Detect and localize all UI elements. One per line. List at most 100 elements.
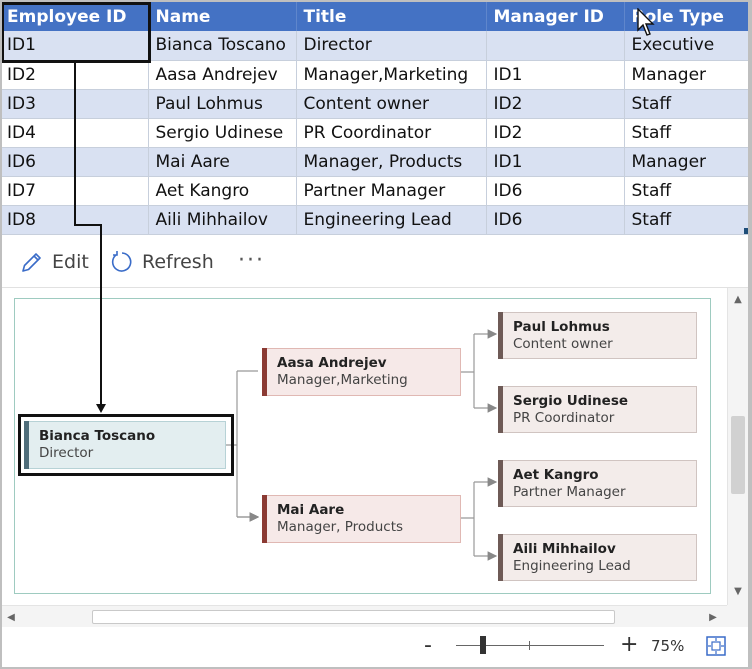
scroll-up-icon[interactable]: ▲ [734,293,742,305]
zoom-slider-center-tick [529,641,530,650]
org-node-manager[interactable]: Aasa Andrejev Manager,Marketing [262,348,461,396]
zoom-slider-track[interactable] [456,645,604,646]
zoom-out-button[interactable]: - [424,633,432,658]
node-name: Aili Mihhailov [513,541,616,557]
edit-button[interactable]: Edit [20,248,89,276]
node-accent-bar [498,312,503,359]
table-cell[interactable]: Director [296,31,487,61]
table-cell[interactable]: ID2 [0,60,149,90]
table-cell[interactable]: Staff [624,176,752,206]
org-chart-canvas[interactable]: Bianca Toscano Director Aasa Andrejev Ma… [0,288,748,605]
vertical-scroll-thumb[interactable] [731,416,745,494]
zoom-level: 75% [651,637,685,655]
visual-toolbar: Edit Refresh ··· [0,236,748,288]
table-cell[interactable]: Aet Kangro [148,176,297,206]
node-accent-bar [24,421,29,469]
scroll-down-icon[interactable]: ▼ [734,585,742,597]
table-cell[interactable]: Manager [624,60,752,90]
table-cell[interactable]: Executive [624,31,752,61]
zoom-in-button[interactable]: + [620,632,639,657]
table-cell[interactable]: ID7 [0,176,149,206]
node-title: Director [39,445,94,461]
refresh-button[interactable]: Refresh [110,248,214,276]
table-cell[interactable]: PR Coordinator [296,118,487,148]
employee-table-area: Employee ID Name Title Manager ID Role T… [0,0,752,236]
table-header-row: Employee ID Name Title Manager ID Role T… [0,2,752,31]
table-resize-handle[interactable] [744,228,750,234]
node-name: Sergio Udinese [513,393,629,409]
window-left-border [0,0,2,669]
table-cell[interactable]: Staff [624,118,752,148]
org-node-root[interactable]: Bianca Toscano Director [24,421,226,469]
table-cell[interactable]: ID2 [486,118,625,148]
table-row: ID8 Aili Mihhailov Engineering Lead ID6 … [0,205,752,235]
scroll-right-icon[interactable]: ▶ [709,611,717,623]
node-accent-bar [498,534,503,581]
horizontal-scroll-thumb[interactable] [92,610,615,624]
node-title: Manager, Products [277,519,404,535]
org-node-staff[interactable]: Paul Lohmus Content owner [498,312,697,359]
scroll-left-icon[interactable]: ◀ [7,611,15,623]
edit-label: Edit [52,251,89,273]
node-name: Aasa Andrejev [277,355,387,371]
table-cell[interactable]: ID6 [486,176,625,206]
node-accent-bar [498,386,503,433]
table-row: ID7 Aet Kangro Partner Manager ID6 Staff [0,176,752,206]
table-row: ID6 Mai Aare Manager, Products ID1 Manag… [0,147,752,177]
scrollbar-corner [727,605,748,627]
table-cell[interactable]: Aili Mihhailov [148,205,297,235]
column-header-employee-id[interactable]: Employee ID [0,2,149,31]
table-cell[interactable]: ID1 [486,60,625,90]
diagram-frame [14,298,711,594]
org-node-staff[interactable]: Sergio Udinese PR Coordinator [498,386,697,433]
table-row: ID2 Aasa Andrejev Manager,Marketing ID1 … [0,60,752,90]
org-node-staff[interactable]: Aili Mihhailov Engineering Lead [498,534,697,581]
column-header-name[interactable]: Name [148,2,297,31]
table-cell[interactable]: Manager [624,147,752,177]
column-header-title[interactable]: Title [296,2,487,31]
node-name: Aet Kangro [513,467,599,483]
horizontal-scrollbar[interactable]: ◀ ▶ [0,605,727,627]
table-cell[interactable]: Mai Aare [148,147,297,177]
node-accent-bar [262,495,267,543]
org-node-manager[interactable]: Mai Aare Manager, Products [262,495,461,543]
table-cell[interactable]: Staff [624,89,752,119]
table-cell[interactable]: ID2 [486,89,625,119]
node-title: Engineering Lead [513,558,631,574]
table-cell[interactable]: ID3 [0,89,149,119]
table-cell[interactable]: Partner Manager [296,176,487,206]
table-row: ID1 Bianca Toscano Director Executive [0,31,752,61]
table-cell[interactable]: Manager, Products [296,147,487,177]
table-cell[interactable]: Content owner [296,89,487,119]
org-node-staff[interactable]: Aet Kangro Partner Manager [498,460,697,507]
zoom-slider-thumb[interactable] [480,636,486,654]
fit-to-window-icon[interactable] [705,635,727,657]
table-cell[interactable]: ID6 [486,205,625,235]
vertical-scrollbar[interactable]: ▲ ▼ [727,288,748,605]
table-cell[interactable]: ID1 [0,31,149,61]
pointer-cursor-icon [637,8,655,36]
table-cell[interactable]: Bianca Toscano [148,31,297,61]
table-cell[interactable]: ID8 [0,205,149,235]
node-title: Content owner [513,336,613,352]
node-title: PR Coordinator [513,410,615,426]
table-row: ID4 Sergio Udinese PR Coordinator ID2 St… [0,118,752,148]
table-cell[interactable]: Engineering Lead [296,205,487,235]
status-bar: - + 75% [0,627,748,667]
table-cell[interactable]: Sergio Udinese [148,118,297,148]
table-cell[interactable]: Paul Lohmus [148,89,297,119]
table-cell[interactable]: Manager,Marketing [296,60,487,90]
node-accent-bar [262,348,267,396]
table-cell[interactable]: ID4 [0,118,149,148]
window-right-border [748,0,752,669]
table-cell[interactable] [486,31,625,61]
table-cell[interactable]: Staff [624,205,752,235]
column-header-manager-id[interactable]: Manager ID [486,2,625,31]
table-cell[interactable]: ID1 [486,147,625,177]
table-cell[interactable]: ID6 [0,147,149,177]
refresh-icon [111,251,132,272]
table-cell[interactable]: Aasa Andrejev [148,60,297,90]
more-options-button[interactable]: ··· [238,247,265,273]
node-title: Partner Manager [513,484,626,500]
node-title: Manager,Marketing [277,372,408,388]
